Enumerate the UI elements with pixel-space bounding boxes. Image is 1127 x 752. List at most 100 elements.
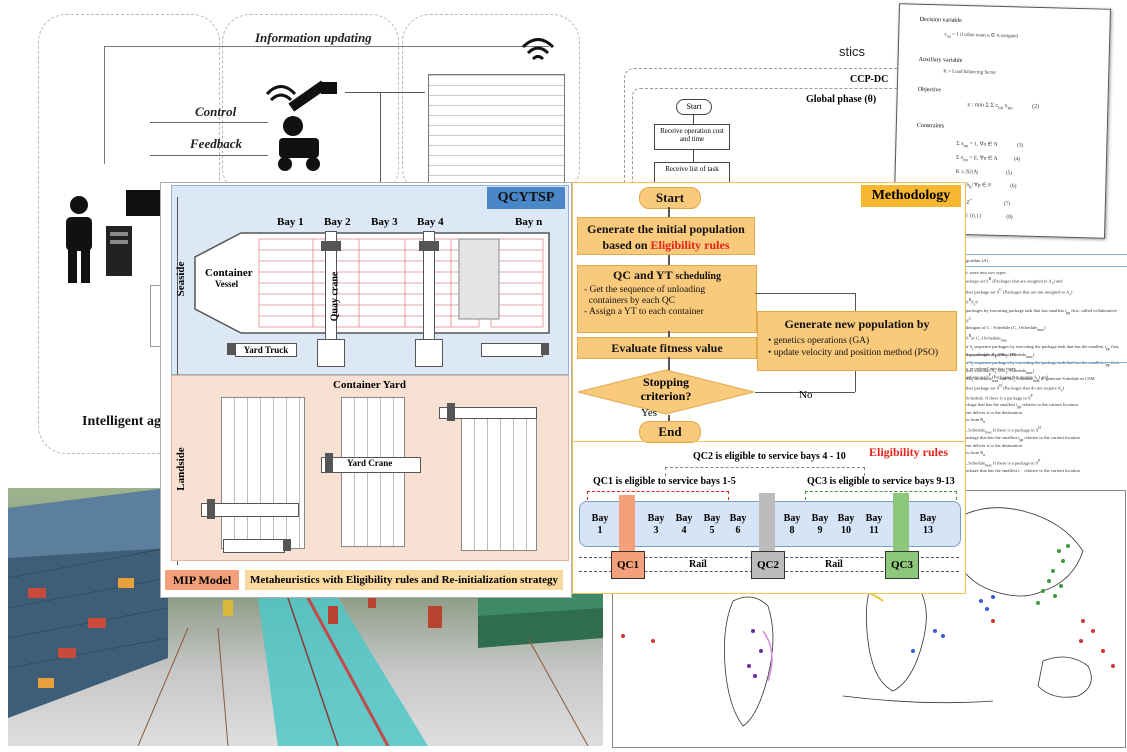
algo-line-2: ing packages algorithm (B) : [966,352,1019,357]
ccp-dc-label: CCP-DC [850,74,889,85]
stopping-line2: criterion? [640,389,692,403]
new-pop-back-line [755,293,855,294]
objective-formula: z : min Σ Σ cnu xnu (2) [967,102,1040,112]
new-pop-bullet-1: • genetics operations (GA) [768,336,870,346]
bay-6: Bay 6 [729,513,747,536]
ccp-title-fragment: stics [839,44,865,59]
quay-crane-2-base [317,339,345,367]
blue-points [911,595,995,653]
qc-yt-bullet-1: - Get the sequence of unloading [584,285,706,295]
bay-label-3: Bay 3 [371,216,398,228]
world-map-svg [621,507,1115,727]
qc-yt-scheduling-box: QC and YT scheduling - Get the sequence … [577,265,757,333]
qc-yt-scheduling: scheduling [675,271,721,282]
ccp-receive-cost-box: Receive operation cost and time [654,124,730,150]
bay-5: Bay 5 [703,513,721,536]
yard-crane-top [439,407,537,419]
qc3-box: QC3 [885,551,919,579]
control-line [150,122,268,123]
bay-10: Bay 10 [837,513,855,536]
purple-points [747,629,763,678]
new-pop-bullet-2: • update velocity and position method (P… [768,348,939,358]
feedback-line [150,155,268,156]
info-updating-label: Information updating [255,30,372,45]
quay-crane-2-trolley [321,241,341,251]
qc2-range-bracket [665,467,865,476]
qc2-post [759,493,775,553]
metaheuristics-label: Metaheuristics with Eligibility rules an… [245,570,563,590]
bay-8: Bay 8 [783,513,801,536]
decision-formula: xnu = 1 if robot team u ∈ A assigned [944,32,1018,40]
algo-rule-2 [960,266,1127,267]
wifi-icon [521,38,555,61]
robot-to-warehouse-line [345,92,425,93]
arrow-start-to-init [668,207,670,217]
yard-truck-land-cab [283,539,291,551]
qcytsp-title: QCYTSP [487,187,565,209]
evaluate-fitness-box: Evaluate fitness value [577,337,757,359]
qc1-range-bracket [587,491,729,500]
quay-crane-4-trolley [419,241,439,251]
yard-crane-top-trolley [447,403,455,421]
person-icon [66,196,92,283]
port-3d-svg [8,488,603,746]
yard-crane-label: Yard Crane [347,458,393,468]
qcytsp-panel: QCYTSP Seaside Bay 1 Bay 2 Bay 3 Bay 4 B… [160,182,572,598]
yes-label: Yes [641,407,658,419]
bay-1: Bay 1 [591,513,609,536]
quay-crane-label: Quay crane [329,271,341,322]
seaside-label: Seaside [175,261,187,297]
warehouse-grid [428,74,565,196]
qc3-range-bracket [805,491,957,500]
no-path-horizontal [755,392,855,393]
mip-model-label: MIP Model [165,570,239,590]
decision-variable-label: Decision variable [919,16,962,24]
stopping-criterion-diamond [577,369,755,415]
qc-yt-bullet-2: containers by each QC [588,296,676,306]
yard-truck-2 [481,343,543,357]
qc3-range-label: QC3 is eligible to service bays 9-13 [807,476,955,487]
bay-label-n: Bay n [515,216,543,228]
yard-truck-cab [227,343,235,355]
eligibility-title: Eligibility rules [869,445,949,459]
eligibility-divider [573,441,965,442]
qc-yt-bullet-3: - Assign a YT to each container [584,307,704,317]
methodology-panel: Methodology Start Generate the initial p… [572,182,966,594]
algo-rule-top [960,254,1127,255]
qc1-box: QC1 [611,551,645,579]
container-yard-label: Container Yard [333,379,407,391]
arrow-eval-to-stop [668,357,670,371]
qc1-post [619,495,635,553]
vessel-label: Vessel [215,279,239,289]
yard-truck-2-cab [541,343,549,355]
bay-3: Bay 3 [647,513,665,536]
landside-label: Landside [175,447,187,491]
ccp-start-node: Start [676,99,712,115]
constraints-label: Constraints [916,122,945,130]
feedback-label: Feedback [190,136,242,151]
ccp-arrow-2 [693,150,694,162]
quay-crane-4-base [415,339,443,367]
gen-initial-prefix: based on [602,238,651,252]
objective-label: Objective [917,86,942,94]
control-label: Control [195,104,237,119]
no-label: No [799,389,813,401]
bay-9: Bay 9 [811,513,829,536]
robot-to-warehouse-vline [380,92,381,187]
arrow-init-to-qcyt [668,255,670,265]
algo-line-1: gorithm (A) : [966,258,991,263]
info-updating-down [104,46,106,164]
new-pop-title: Generate new population by [784,317,930,331]
arrow-stop-to-end [668,415,670,423]
ccp-arrow-1 [693,114,694,124]
yard-crane-bottom-trolley [207,499,215,519]
no-path-vertical [855,369,856,392]
new-population-box: Generate new population by • genetics op… [757,311,957,371]
methodology-title: Methodology [861,185,961,207]
rail-label-2: Rail [825,559,843,570]
bay-13: Bay 13 [919,513,937,536]
start-node: Start [639,187,701,209]
gen-initial-line1: Generate the initial population [587,222,745,236]
